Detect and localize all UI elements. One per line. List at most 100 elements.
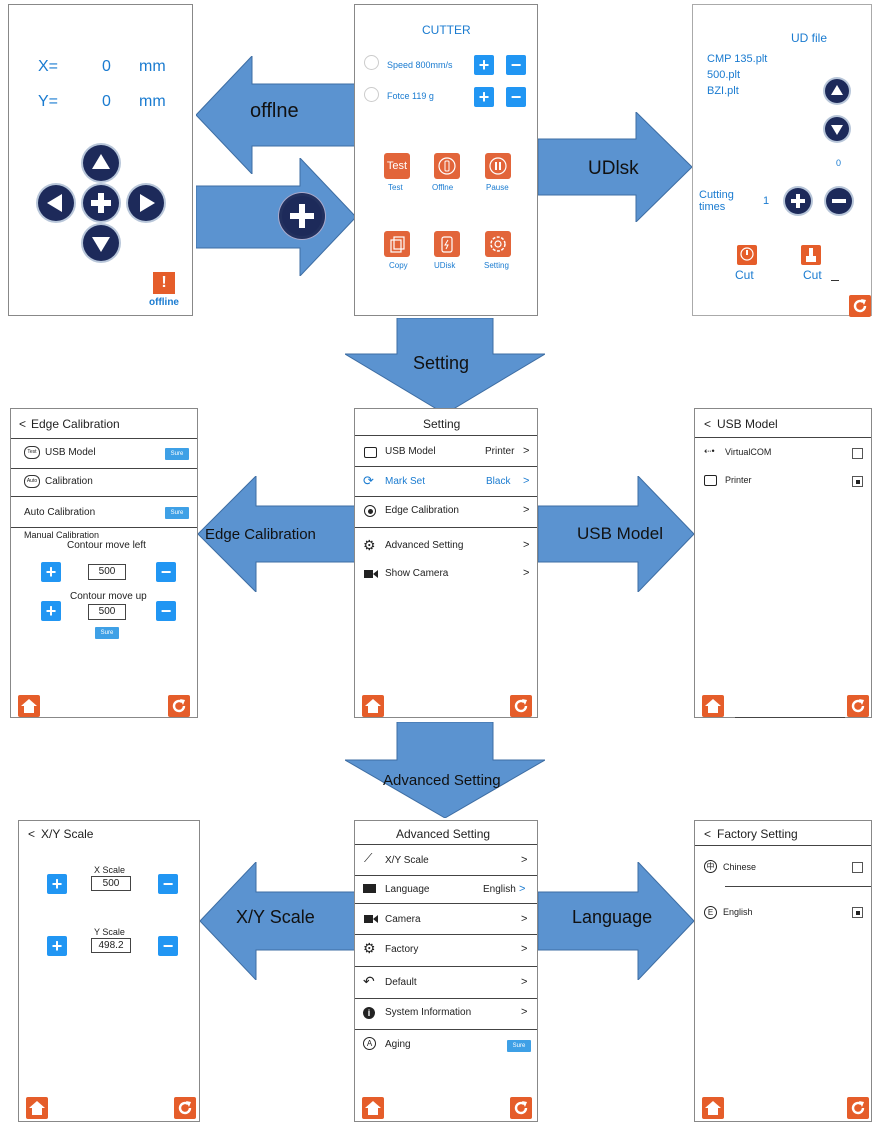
manual-calibration-label: Manual Calibration <box>24 530 100 540</box>
speed-minus-button[interactable]: − <box>506 55 526 75</box>
back-chevron-icon[interactable]: < <box>704 827 712 841</box>
x-scale-value[interactable]: 500 <box>91 876 131 891</box>
down-arrow-button[interactable] <box>83 225 119 261</box>
copy-tile[interactable] <box>384 231 410 257</box>
row-label: Mark Set <box>385 476 426 487</box>
cut-icon[interactable] <box>737 245 757 265</box>
row-value: English <box>483 884 516 895</box>
home-icon[interactable] <box>26 1097 48 1119</box>
english-icon: E <box>704 906 717 919</box>
speed-plus-button[interactable]: + <box>474 55 494 75</box>
right-arrow-button[interactable] <box>128 185 164 221</box>
offline-panel: X= 0 mm Y= 0 mm ! offline <box>8 4 193 316</box>
row-label: System Information <box>385 1007 472 1018</box>
test-tile[interactable]: Test <box>384 153 410 179</box>
auto-calibration-label: Auto Calibration <box>24 507 96 518</box>
chevron-right-icon: > <box>523 504 530 516</box>
back-chevron-icon[interactable]: < <box>19 417 27 431</box>
usb-model-icon: Test <box>24 446 40 459</box>
home-icon[interactable] <box>702 695 724 717</box>
x-value: 0 <box>102 58 111 75</box>
force-minus-button[interactable]: − <box>506 87 526 107</box>
file-item[interactable]: 500.plt <box>707 69 741 81</box>
scroll-up-button[interactable] <box>825 79 849 103</box>
divider <box>725 886 871 887</box>
refresh-icon[interactable] <box>168 695 190 717</box>
contour-up-plus-button[interactable]: + <box>41 601 61 621</box>
x-scale-minus-button[interactable]: − <box>158 874 178 894</box>
row-value: Printer <box>485 446 515 457</box>
up-arrow-button[interactable] <box>83 145 119 181</box>
contour-up-value[interactable]: 500 <box>88 604 126 620</box>
refresh-icon[interactable] <box>174 1097 196 1119</box>
udisk-title: UD file <box>791 31 828 45</box>
home-icon[interactable] <box>362 695 384 717</box>
scroll-down-button[interactable] <box>825 117 849 141</box>
brush-icon[interactable] <box>801 245 821 265</box>
arrow-language <box>538 862 694 980</box>
advanced-title: Advanced Setting <box>396 827 491 841</box>
home-icon[interactable] <box>362 1097 384 1119</box>
home-icon[interactable] <box>18 695 40 717</box>
cutting-plus-button[interactable] <box>785 188 811 214</box>
refresh-icon[interactable] <box>849 295 871 317</box>
udisk-tile[interactable] <box>434 231 460 257</box>
y-scale-value[interactable]: 498.2 <box>91 938 131 953</box>
auto-calibration-sure-button[interactable]: Sure <box>165 507 189 519</box>
virtualcom-checkbox[interactable] <box>852 448 863 459</box>
aging-sure-button[interactable]: Sure <box>507 1040 531 1052</box>
warning-icon[interactable]: ! <box>153 272 175 294</box>
english-checkbox[interactable] <box>852 907 863 918</box>
xy-scale-panel: < X/Y Scale X Scale + 500 − Y Scale + 49… <box>18 820 200 1122</box>
y-scale-plus-button[interactable]: + <box>47 936 67 956</box>
target-icon <box>364 505 376 517</box>
option-label: English <box>723 907 753 917</box>
home-plus-button[interactable] <box>83 185 119 221</box>
row-label: Camera <box>385 914 421 925</box>
left-arrow-button[interactable] <box>38 185 74 221</box>
row-label: Advanced Setting <box>385 540 464 551</box>
chevron-right-icon: > <box>523 445 530 457</box>
cutting-times-value: 1 <box>763 195 770 207</box>
contour-left-minus-button[interactable]: − <box>156 562 176 582</box>
force-plus-button[interactable]: + <box>474 87 494 107</box>
home-icon[interactable] <box>702 1097 724 1119</box>
setting-title: Setting <box>423 417 461 431</box>
row-label: Edge Calibration <box>385 505 459 516</box>
cut-underline <box>831 280 839 281</box>
divider <box>355 844 537 845</box>
calibration-label[interactable]: Calibration <box>45 476 93 487</box>
cutter-title: CUTTER <box>422 23 471 37</box>
manual-sure-button[interactable]: Sure <box>95 627 119 639</box>
file-item[interactable]: CMP 135.plt <box>707 53 768 65</box>
contour-left-plus-button[interactable]: + <box>41 562 61 582</box>
contour-up-minus-button[interactable]: − <box>156 601 176 621</box>
back-chevron-icon[interactable]: < <box>704 417 712 431</box>
cut-label-2: Cut <box>803 268 822 282</box>
back-chevron-icon[interactable]: < <box>28 827 36 841</box>
divider <box>695 845 871 846</box>
arrow-advanced-setting <box>345 722 545 818</box>
refresh-icon[interactable] <box>847 1097 869 1119</box>
x-scale-plus-button[interactable]: + <box>47 874 67 894</box>
usb-model-sure-button[interactable]: Sure <box>165 448 189 460</box>
setting-tile[interactable] <box>485 231 511 257</box>
file-item[interactable]: BZI.plt <box>707 85 739 97</box>
offline-tile[interactable] <box>434 153 460 179</box>
refresh-icon[interactable] <box>510 1097 532 1119</box>
refresh-icon[interactable] <box>847 695 869 717</box>
force-icon <box>364 87 379 102</box>
divider <box>355 934 537 935</box>
printer-checkbox[interactable] <box>852 476 863 487</box>
contour-left-value[interactable]: 500 <box>88 564 126 580</box>
cutting-minus-button[interactable] <box>826 188 852 214</box>
calibration-icon: Auto <box>24 475 40 488</box>
chinese-checkbox[interactable] <box>852 862 863 873</box>
camera-icon-lens <box>373 915 378 923</box>
pause-tile[interactable] <box>485 153 511 179</box>
y-scale-minus-button[interactable]: − <box>158 936 178 956</box>
force-label: Fotce 119 g <box>387 91 434 101</box>
x-scale-label: X Scale <box>94 865 126 875</box>
camera-icon <box>364 915 373 923</box>
refresh-icon[interactable] <box>510 695 532 717</box>
